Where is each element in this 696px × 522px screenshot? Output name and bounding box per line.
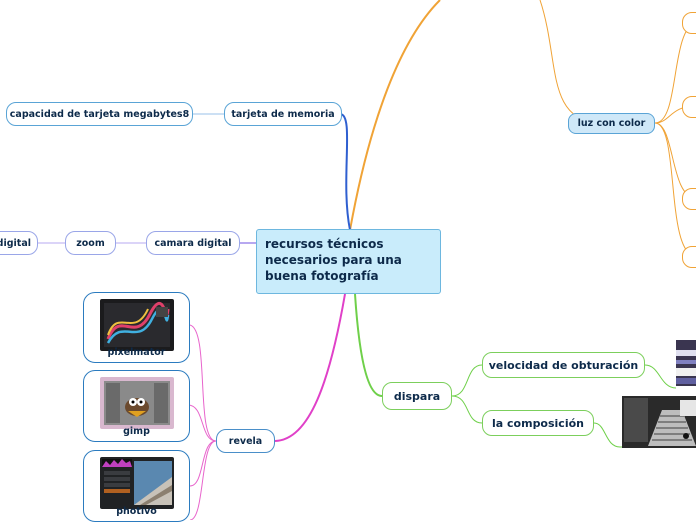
node-dispara-label: dispara: [393, 389, 441, 403]
central-topic[interactable]: recursos técnicos necesarios para una bu…: [256, 229, 441, 294]
node-velocidad-obturacion[interactable]: velocidad de obturación: [482, 352, 645, 378]
staircase-photo-image: [622, 396, 696, 448]
node-zoom-label: zoom: [76, 237, 105, 249]
card-gimp[interactable]: gimp: [83, 370, 190, 442]
card-pixelmator-label: pixelmator: [107, 347, 166, 358]
node-la-composicion[interactable]: la composición: [482, 410, 594, 436]
node-luz-child-1[interactable]: [682, 12, 696, 34]
node-luz-label: luz con color: [577, 118, 646, 129]
node-luz-child-2[interactable]: [682, 96, 696, 118]
node-capacidad-label: capacidad de tarjeta megabytes8: [9, 108, 190, 120]
card-gimp-label: gimp: [123, 426, 150, 437]
node-tarjeta-de-memoria[interactable]: tarjeta de memoria: [224, 102, 342, 126]
node-tarjeta-label: tarjeta de memoria: [231, 108, 335, 120]
node-dispara[interactable]: dispara: [382, 382, 452, 410]
node-camara-digital[interactable]: camara digital: [146, 231, 240, 255]
node-capacidad-tarjeta[interactable]: capacidad de tarjeta megabytes8: [6, 102, 193, 126]
pixelmator-screenshot-image: [100, 299, 174, 351]
gimp-screenshot-image: [100, 377, 174, 429]
node-revela[interactable]: revela: [216, 429, 275, 453]
node-luz-child-3[interactable]: [682, 188, 696, 210]
central-topic-label: recursos técnicos necesarios para una bu…: [265, 237, 402, 283]
node-luz-con-color[interactable]: luz con color: [568, 113, 655, 134]
card-photivo[interactable]: photivo: [83, 450, 190, 522]
motion-blur-photo-image: [676, 340, 696, 386]
card-photivo-label: photivo: [116, 506, 157, 517]
node-camara-label: camara digital: [154, 237, 232, 249]
node-revela-label: revela: [228, 435, 263, 447]
node-luz-child-4[interactable]: [682, 246, 696, 268]
node-velocidad-label: velocidad de obturación: [488, 358, 639, 372]
card-pixelmator[interactable]: pixelmator: [83, 292, 190, 363]
node-composicion-label: la composición: [492, 416, 584, 430]
node-digital[interactable]: digital: [0, 231, 38, 255]
photivo-screenshot-image: [100, 457, 174, 509]
node-zoom[interactable]: zoom: [65, 231, 116, 255]
node-digital-label: digital: [0, 237, 31, 249]
